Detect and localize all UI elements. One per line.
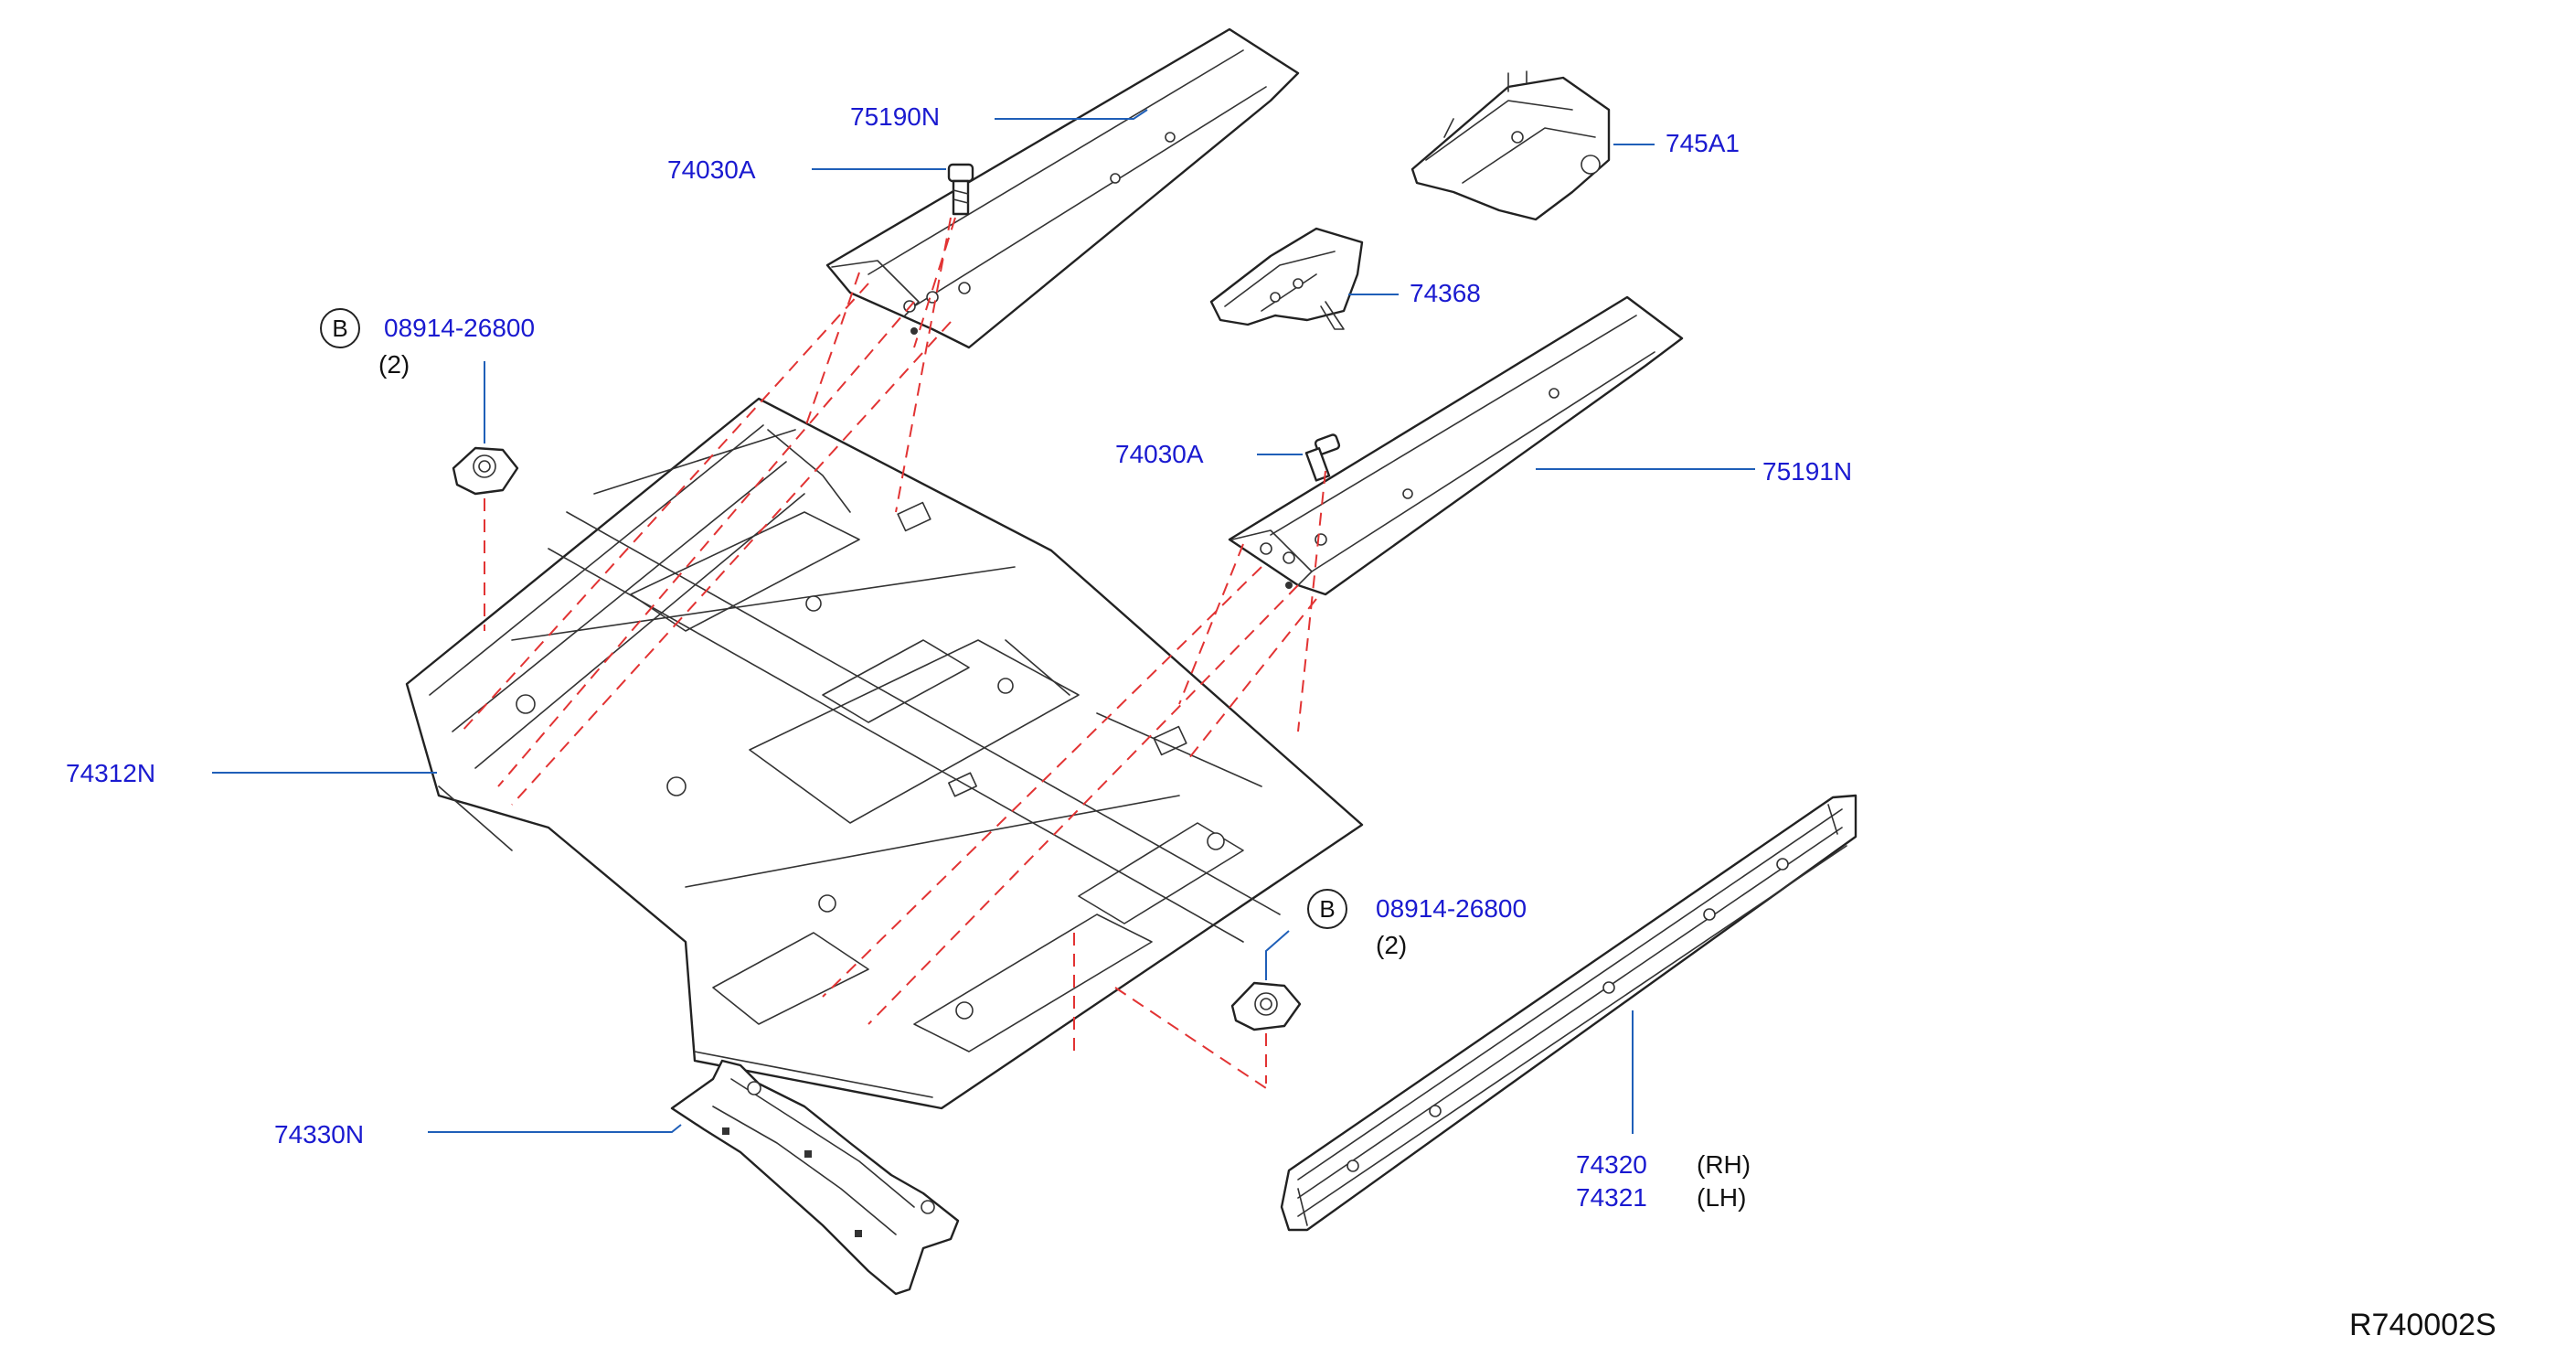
bolt-74030a-mid <box>1304 433 1341 482</box>
label-74312n[interactable]: 74312N <box>66 759 156 787</box>
label-74368[interactable]: 74368 <box>1410 279 1481 307</box>
grommet-08914-a <box>452 446 519 496</box>
bracket-745a1 <box>1410 70 1611 221</box>
diagram-code: R740002S <box>2349 1308 2496 1342</box>
bolt-74030a-top <box>947 163 974 216</box>
assembly-lines <box>461 217 1326 1089</box>
leader-lines <box>212 109 1755 1134</box>
label-08914-a[interactable]: 08914-26800 <box>384 314 536 342</box>
label-74030a-mid[interactable]: 74030A <box>1115 440 1204 468</box>
label-74321[interactable]: 74321 <box>1576 1183 1647 1212</box>
qty-08914-b: (2) <box>1376 931 1408 959</box>
label-745a1[interactable]: 745A1 <box>1666 129 1740 157</box>
callout-b-symbol-a: B <box>320 308 360 348</box>
bracket-74368 <box>1209 227 1364 330</box>
bracket-74330n <box>670 1059 960 1296</box>
label-74330n[interactable]: 74330N <box>274 1120 365 1149</box>
floor-panel-74312n <box>405 397 1364 1110</box>
label-75190n[interactable]: 75190N <box>850 102 941 131</box>
label-74321-lh: (LH) <box>1697 1183 1747 1212</box>
label-75191n[interactable]: 75191N <box>1762 457 1853 486</box>
label-74320-rh: (RH) <box>1697 1150 1751 1179</box>
member-75190n <box>825 27 1300 349</box>
member-75191n <box>1228 295 1684 596</box>
callout-b-symbol-b: B <box>1307 889 1347 929</box>
label-74030a-top[interactable]: 74030A <box>667 155 756 184</box>
sill-74320-74321 <box>1280 794 1857 1232</box>
label-74320[interactable]: 74320 <box>1576 1150 1647 1179</box>
grommet-08914-b <box>1230 981 1302 1031</box>
qty-08914-a: (2) <box>378 350 410 379</box>
label-08914-b[interactable]: 08914-26800 <box>1376 894 1528 923</box>
